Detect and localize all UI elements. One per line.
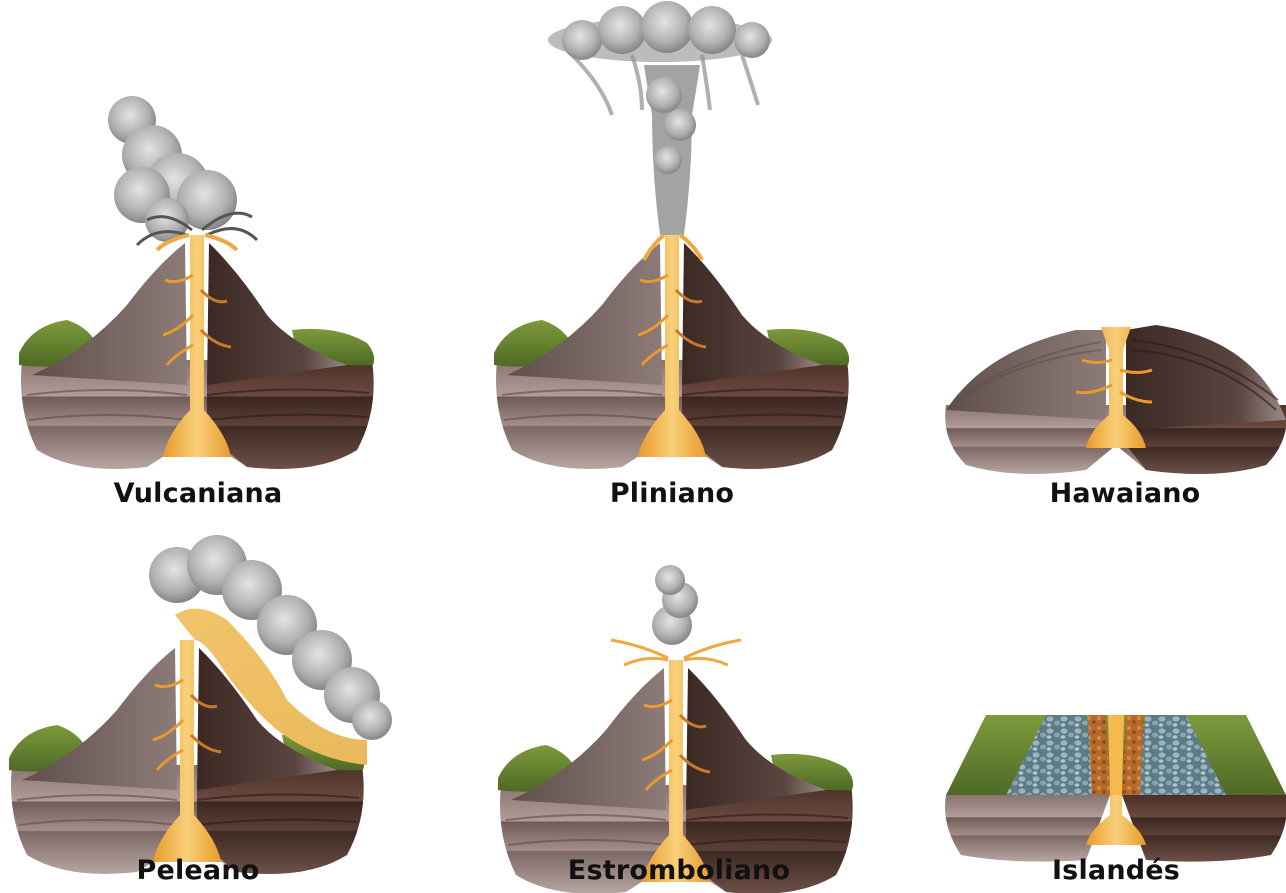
estromboliano-volcano [498, 565, 853, 893]
label-pliniano: Pliniano [610, 478, 734, 509]
label-islandes: Islandés [1052, 855, 1180, 886]
hawaiano-volcano [945, 325, 1286, 474]
pliniano-column [548, 1, 772, 235]
pliniano-volcano [494, 1, 849, 469]
vulcaniana-volcano [19, 96, 374, 469]
label-vulcaniana: Vulcaniana [114, 478, 283, 509]
label-estromboliano: Estromboliano [568, 855, 790, 886]
islandes-volcano [945, 715, 1286, 862]
label-peleano: Peleano [136, 855, 259, 886]
peleano-volcano [9, 535, 392, 874]
label-hawaiano: Hawaiano [1050, 478, 1201, 509]
estromboliano-ash-puff [652, 565, 698, 645]
